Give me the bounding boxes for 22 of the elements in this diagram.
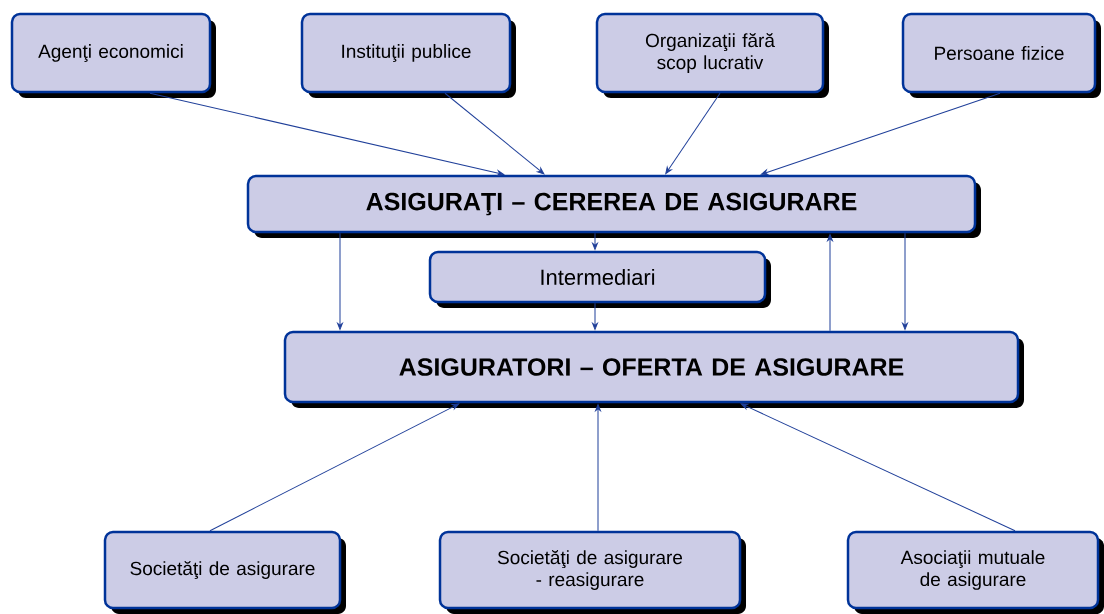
heading-box: ASIGURAŢI – CEREREA DE ASIGURARE <box>246 174 981 238</box>
arrow <box>592 302 598 330</box>
category-box: Societăţi de asigurare <box>103 530 346 614</box>
category-box: Organizaţii fără scop lucrativ <box>595 12 829 98</box>
arrow <box>827 234 833 332</box>
arrow <box>902 232 908 330</box>
arrow <box>760 92 1001 176</box>
arrow <box>444 92 545 175</box>
arrow <box>740 403 1016 532</box>
category-box: Societăţi de asigurare - reasigurare <box>438 530 746 614</box>
category-box: Persoane fizice <box>901 12 1101 98</box>
category-box: Asociaţii mutuale de asigurare <box>846 530 1104 614</box>
arrow <box>337 232 343 330</box>
arrow <box>665 92 721 175</box>
category-box: Agenţi economici <box>10 12 216 98</box>
category-box: Intermediari <box>428 250 771 308</box>
heading-box: ASIGURATORI – OFERTA DE ASIGURARE <box>283 330 1024 408</box>
arrow <box>595 404 601 532</box>
arrow <box>149 92 505 176</box>
category-box: Instituţii publice <box>300 12 516 98</box>
arrow <box>209 403 460 532</box>
arrow <box>592 232 598 250</box>
